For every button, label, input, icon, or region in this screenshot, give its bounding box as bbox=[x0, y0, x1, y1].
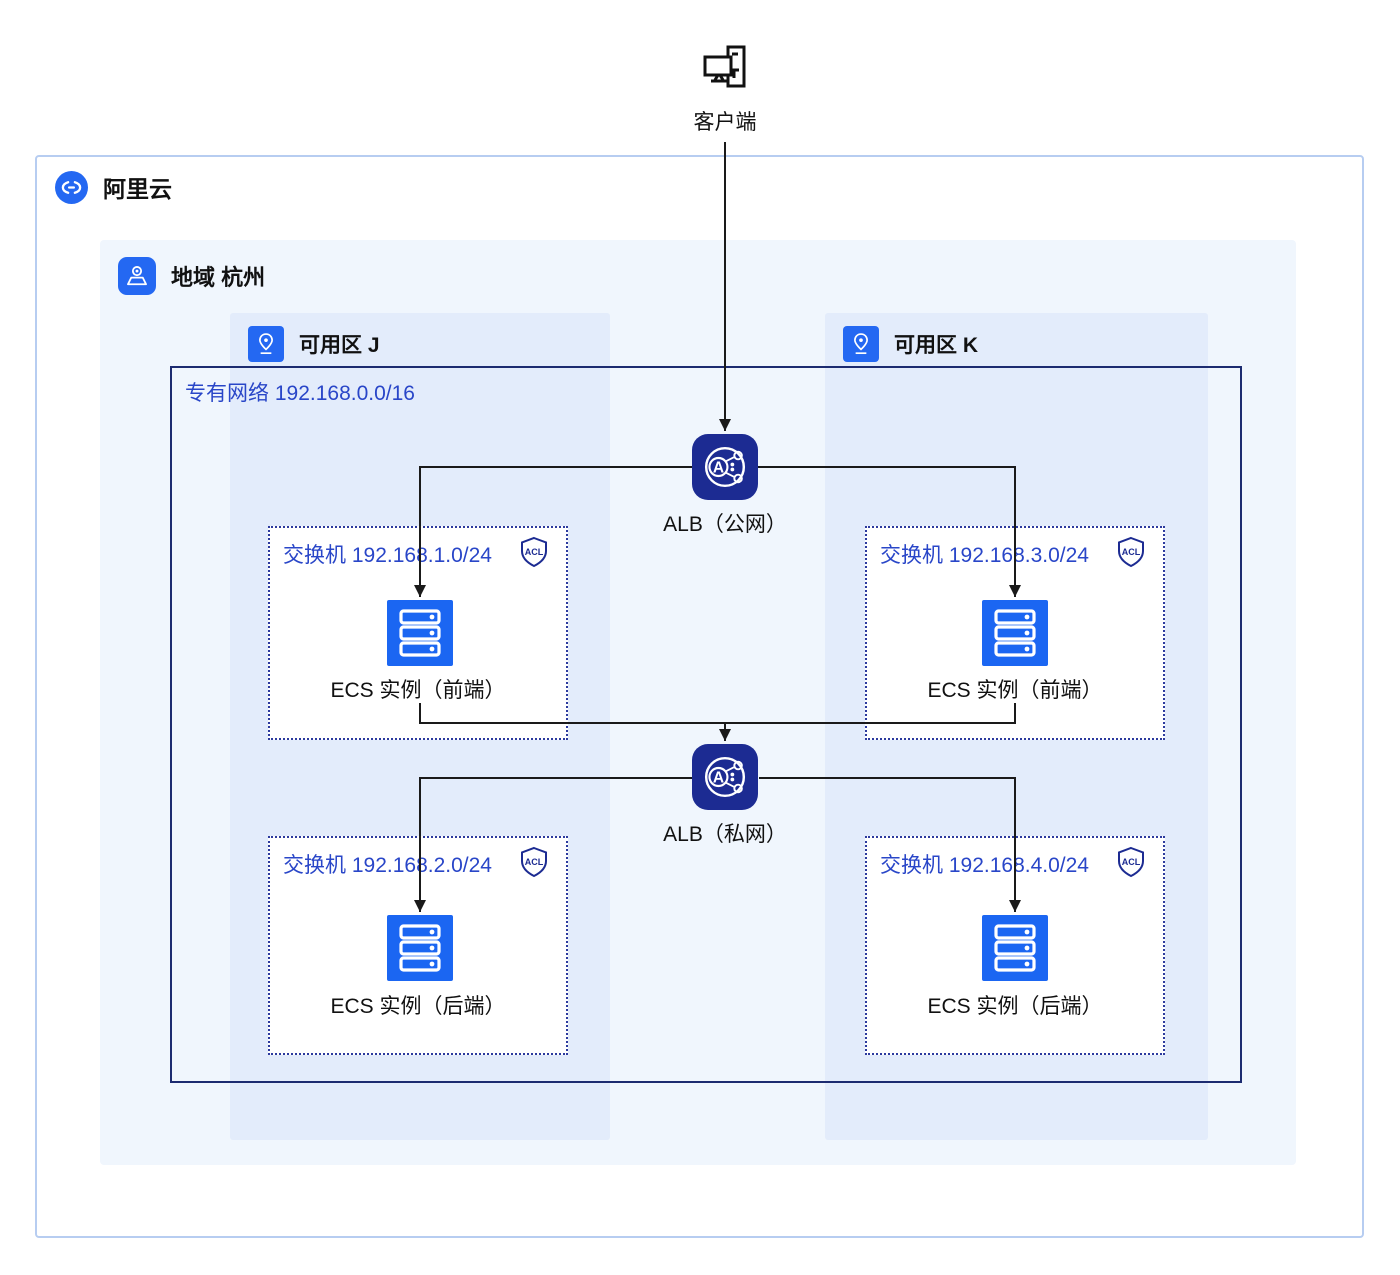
ecs-backend-label: ECS 实例（后端） bbox=[330, 995, 506, 1018]
acl-shield-icon: ACL bbox=[518, 536, 550, 573]
region-map-icon bbox=[118, 257, 156, 295]
region-label: 地域 杭州 bbox=[171, 265, 266, 290]
alb-private-label: ALB（私网） bbox=[663, 823, 787, 846]
vswitch-label: 交换机 192.168.2.0/24 bbox=[283, 854, 492, 877]
client-label: 客户端 bbox=[693, 111, 757, 134]
ecs-server-icon bbox=[387, 915, 453, 981]
alb-public-label: ALB（公网） bbox=[663, 513, 787, 536]
vpc-box bbox=[170, 366, 1242, 1083]
alb-public-icon: A bbox=[692, 434, 758, 500]
acl-text: ACL bbox=[525, 547, 544, 557]
acl-shield-icon: ACL bbox=[1115, 846, 1147, 883]
ecs-server-icon bbox=[982, 915, 1048, 981]
zone-k-header: 可用区 K bbox=[843, 326, 978, 362]
provider-label: 阿里云 bbox=[103, 176, 172, 202]
svg-text:A: A bbox=[713, 770, 724, 787]
client-computer-icon bbox=[703, 45, 746, 88]
acl-text: ACL bbox=[1122, 857, 1141, 867]
ecs-server-icon bbox=[387, 600, 453, 666]
region-header: 地域 杭州 bbox=[118, 257, 265, 295]
ecs-backend-label: ECS 实例（后端） bbox=[927, 995, 1103, 1018]
alibaba-cloud-logo-icon bbox=[55, 170, 88, 204]
ecs-server-icon bbox=[982, 600, 1048, 666]
zone-pin-icon bbox=[248, 326, 284, 362]
svg-text:A: A bbox=[713, 460, 724, 477]
acl-shield-icon: ACL bbox=[1115, 536, 1147, 573]
acl-text: ACL bbox=[525, 857, 544, 867]
alb-private-icon: A bbox=[692, 744, 758, 810]
zone-pin-icon bbox=[843, 326, 879, 362]
zone-k-label: 可用区 K bbox=[894, 334, 978, 357]
zone-j-label: 可用区 J bbox=[299, 334, 380, 357]
ecs-frontend-label: ECS 实例（前端） bbox=[330, 679, 506, 702]
provider-header: 阿里云 bbox=[55, 170, 172, 204]
vpc-label: 专有网络 192.168.0.0/16 bbox=[185, 382, 415, 405]
acl-text: ACL bbox=[1122, 547, 1141, 557]
client-node: 客户端 bbox=[625, 44, 825, 136]
ecs-frontend-label: ECS 实例（前端） bbox=[927, 679, 1103, 702]
vswitch-label: 交换机 192.168.4.0/24 bbox=[880, 854, 1089, 877]
vswitch-label: 交换机 192.168.3.0/24 bbox=[880, 544, 1089, 567]
zone-j-header: 可用区 J bbox=[248, 326, 380, 362]
acl-shield-icon: ACL bbox=[518, 846, 550, 883]
vswitch-label: 交换机 192.168.1.0/24 bbox=[283, 544, 492, 567]
